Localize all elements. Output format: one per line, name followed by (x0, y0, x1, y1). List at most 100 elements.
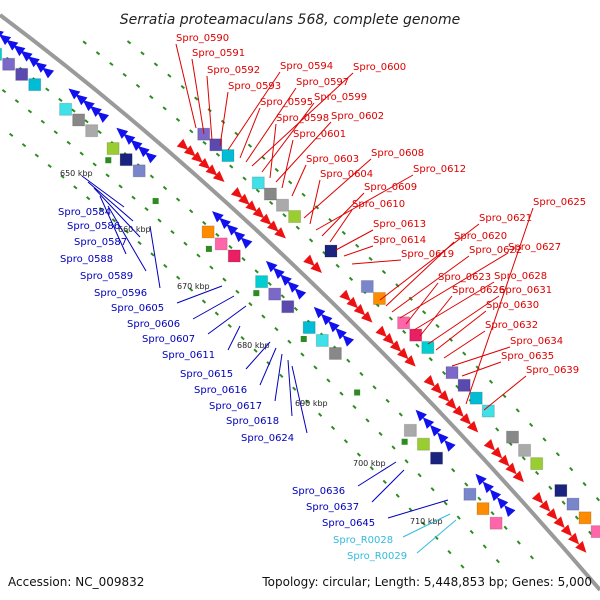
track-dot (456, 515, 461, 520)
track-dot (254, 269, 259, 274)
track-dot (274, 326, 279, 332)
leader-line (245, 341, 271, 370)
plus-gene-arrow (490, 446, 503, 459)
gene-label: Spro_0589 (80, 271, 133, 282)
track-dot (53, 130, 58, 135)
track-dot (162, 185, 168, 191)
minus-gene-arrow (437, 432, 449, 445)
plus-gene-arrow (498, 454, 510, 467)
map-title: Serratia proteamaculans 568, complete ge… (120, 12, 460, 28)
minus-gene-arrow (280, 274, 292, 286)
minus-gene-arrow (90, 105, 102, 117)
track-dot (430, 487, 435, 492)
leader-line (321, 192, 365, 237)
track-dot (201, 299, 207, 304)
gene-label: Spro_0613 (373, 219, 426, 230)
gene-label: Spro_0596 (94, 288, 147, 299)
gene-label: Spro_0597 (296, 77, 349, 88)
minus-gene-box (15, 67, 29, 81)
track-dot (356, 452, 361, 457)
gene-label: Spro_0617 (209, 401, 262, 412)
track-dot (477, 496, 482, 501)
gene-label: Spro_0618 (226, 416, 279, 427)
ruler-tick-mark (253, 290, 260, 297)
track-dot (385, 398, 390, 404)
track-dot (105, 173, 110, 178)
leader-line (451, 346, 511, 367)
minus-gene-arrow (320, 313, 333, 326)
gene-label: Spro_0605 (111, 303, 164, 314)
track-dot (58, 97, 63, 102)
minus-gene-box (476, 502, 490, 516)
gene-features (0, 30, 600, 553)
plus-gene-arrow (230, 187, 243, 199)
gene-label: Spro_0612 (413, 164, 466, 175)
track-dot (301, 192, 306, 197)
gene-label: Spro_0636 (292, 486, 345, 497)
leader-line (251, 72, 354, 167)
leader-line (303, 158, 372, 219)
track-dot (462, 351, 467, 356)
plus-gene-arrow (568, 532, 580, 545)
gene-label: Spro_0619 (401, 249, 454, 260)
gene-label: Spro_0623 (438, 272, 491, 283)
plus-gene-arrow (389, 340, 402, 352)
plus-gene-box (209, 138, 223, 152)
minus-gene-box (416, 437, 430, 451)
track-dot (21, 143, 27, 148)
minus-gene-arrow (226, 224, 239, 236)
plus-gene-arrow (205, 164, 218, 176)
track-dot (267, 281, 272, 286)
minus-gene-arrow (294, 288, 307, 300)
plus-gene-arrow (238, 193, 250, 205)
accession-text: Accession: NC_009832 (8, 575, 144, 589)
leader-line (274, 353, 283, 402)
minus-gene-arrow (123, 133, 136, 145)
minus-gene-arrow (35, 61, 47, 73)
minus-gene-arrow (116, 127, 129, 139)
gene-label: Spro_0595 (260, 97, 313, 108)
minus-gene-box (214, 237, 228, 251)
minus-gene-arrow (497, 497, 509, 509)
track-dot (381, 269, 387, 275)
gene-label: Spro_0615 (180, 369, 233, 380)
gene-label: Spro_0622 (469, 245, 522, 256)
track-dot (280, 294, 285, 299)
track-dot (529, 422, 534, 428)
plus-gene-arrow (505, 462, 517, 475)
track-dot (255, 188, 261, 193)
minus-gene-arrow (82, 100, 95, 112)
leader-line (427, 295, 500, 345)
minus-gene-arrow (504, 505, 516, 517)
minus-gene-arrow (27, 56, 40, 68)
track-dot (227, 323, 232, 328)
track-dot (317, 412, 323, 417)
ruler-tick-label: 670 kbp (177, 282, 210, 291)
minus-gene-arrow (97, 111, 110, 123)
track-dot (98, 207, 104, 212)
plus-gene-box (518, 443, 532, 457)
plus-gene-arrow (546, 508, 558, 520)
minus-gene-box (463, 487, 477, 501)
minus-gene-box (72, 113, 86, 127)
plus-gene-box (324, 244, 338, 258)
minus-gene-arrow (0, 34, 12, 46)
track-dot (253, 348, 258, 353)
track-dot (330, 425, 336, 431)
track-dot (343, 439, 349, 444)
track-dot (194, 96, 199, 101)
track-dot (516, 540, 521, 545)
track-dot (382, 479, 387, 485)
track-dot (109, 61, 114, 67)
leader-line (461, 361, 502, 377)
gene-label: Spro_0603 (306, 154, 359, 165)
plus-gene-arrow (531, 491, 544, 504)
track-dot (60, 174, 65, 179)
leader-line (207, 305, 247, 335)
minus-gene-box (0, 47, 3, 61)
ruler-tick-label: 710 kbp (410, 517, 443, 526)
plus-gene-arrow (267, 220, 279, 232)
plus-gene-arrow (483, 439, 496, 451)
leader-line (329, 209, 353, 243)
